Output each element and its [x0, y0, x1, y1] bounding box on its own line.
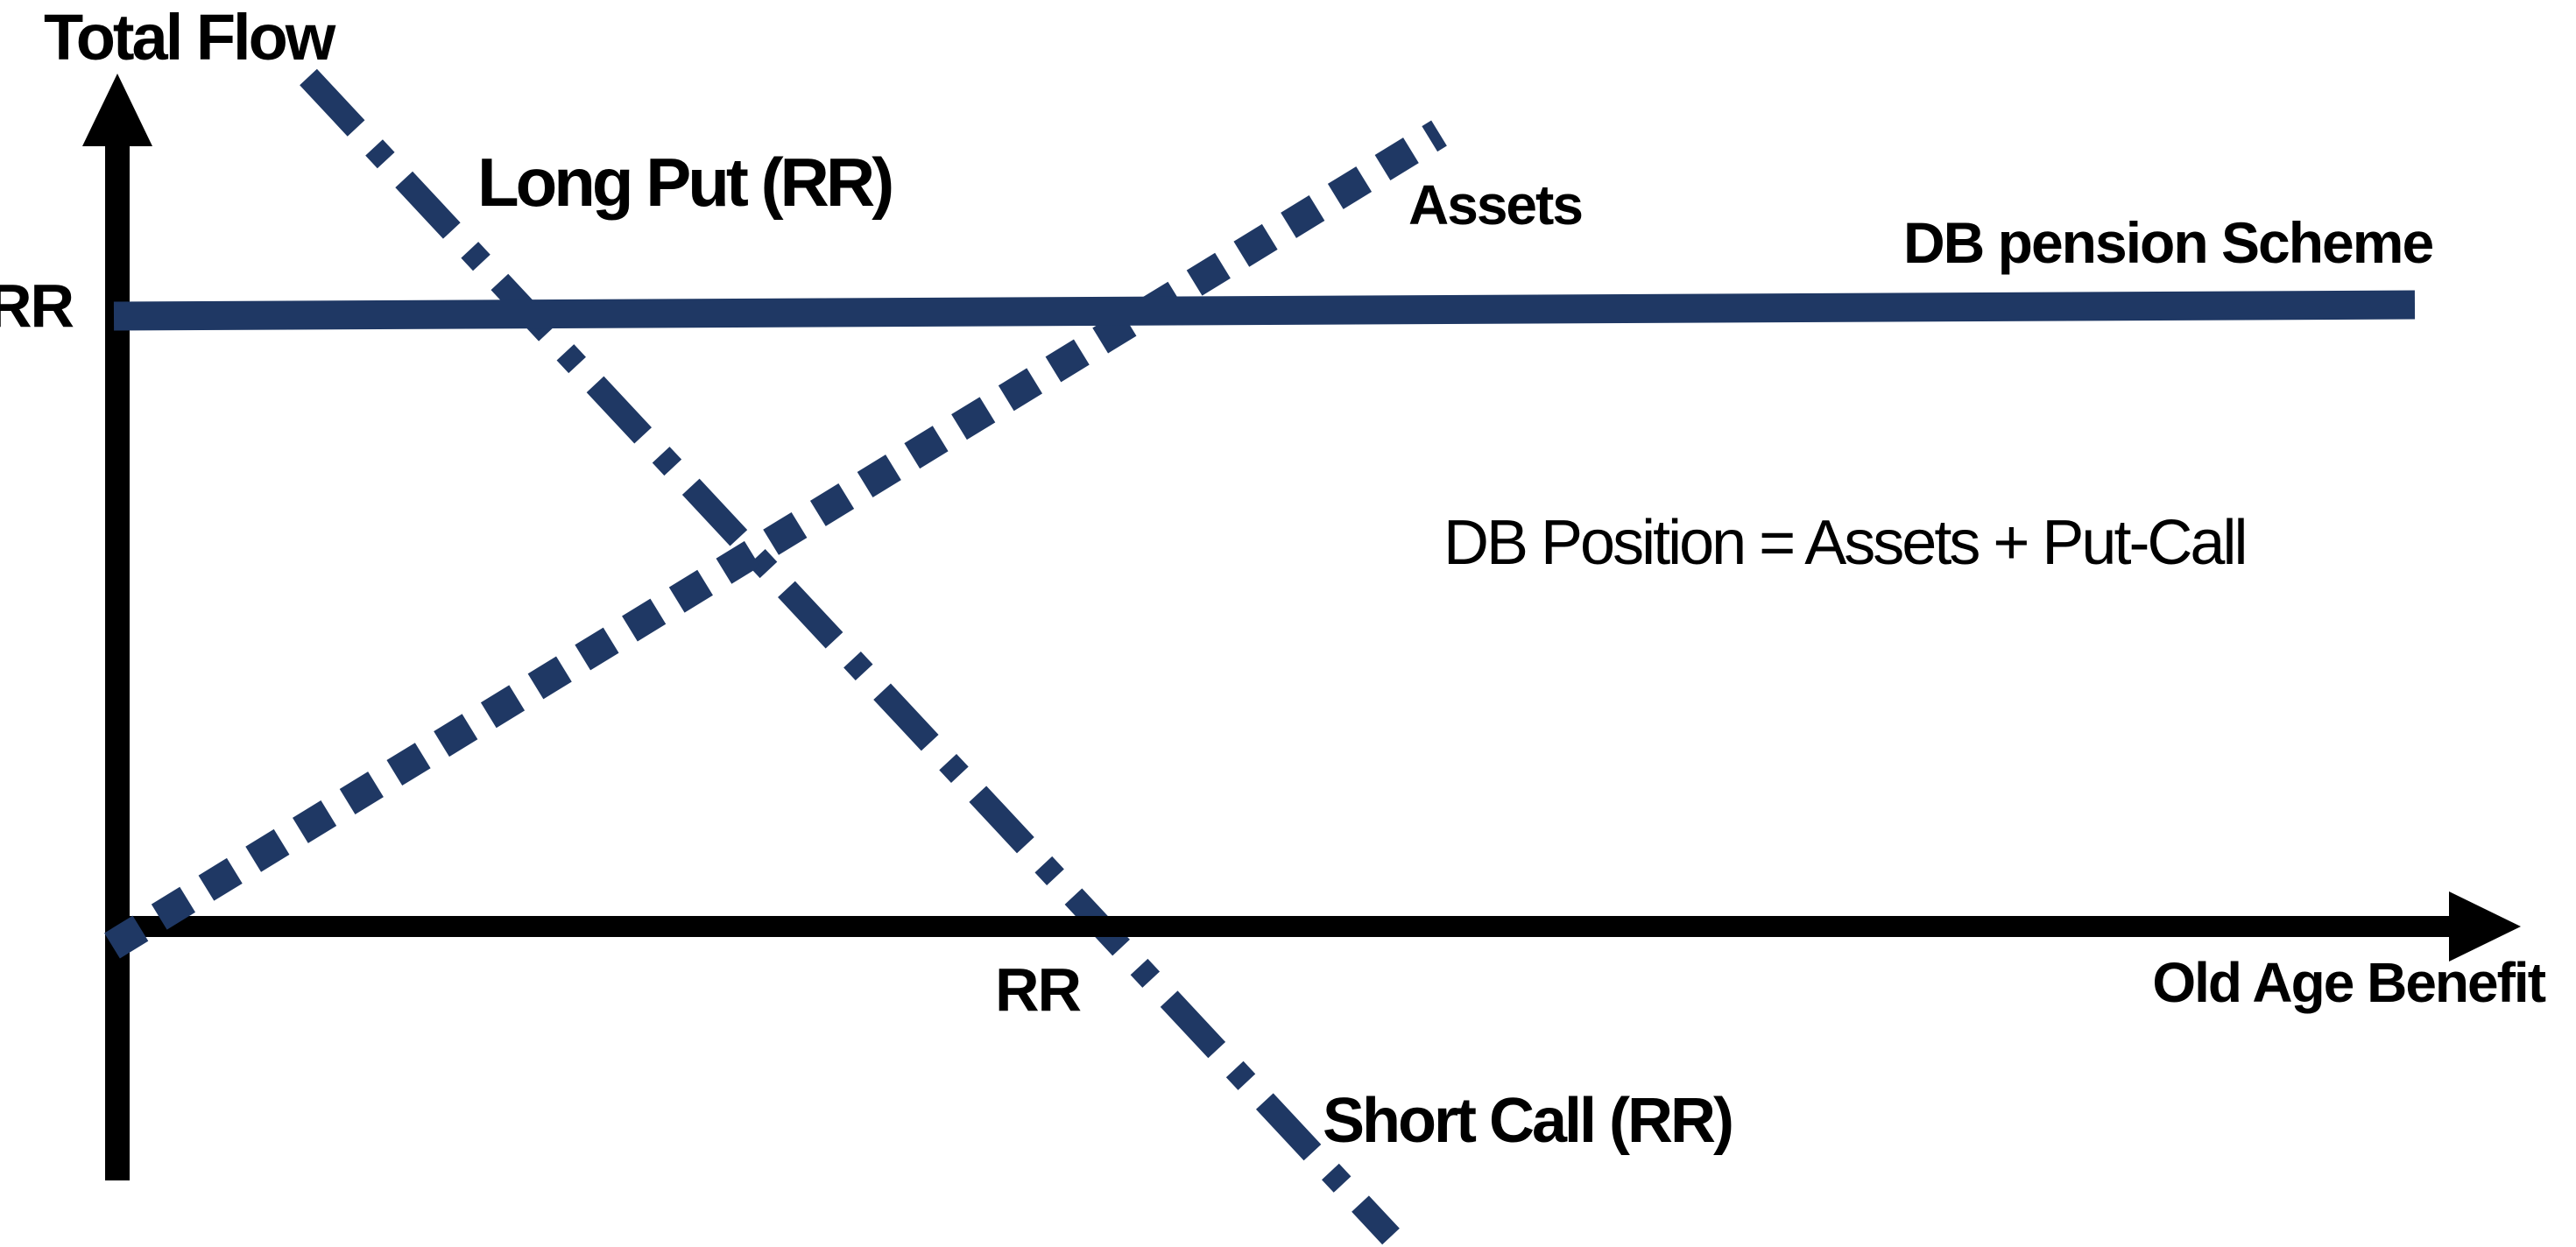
- y-axis-tick-label: RR: [0, 271, 74, 340]
- db-pension-line: [113, 290, 2416, 331]
- put-call-line: [300, 68, 1400, 1245]
- db-pension-scheme-label: DB pension Scheme: [1903, 210, 2434, 275]
- assets-label: Assets: [1408, 173, 1584, 236]
- x-axis-title: Old Age Benefit: [2152, 951, 2546, 1014]
- y-axis-arrowhead: [82, 74, 152, 146]
- x-axis-arrowhead: [2449, 891, 2521, 962]
- x-axis-tick-label: RR: [995, 955, 1082, 1024]
- short-call-label: Short Call (RR): [1323, 1086, 1734, 1156]
- y-axis-title: Total Flow: [44, 1, 335, 74]
- long-put-label: Long Put (RR): [477, 144, 894, 221]
- db-position-annotation: DB Position = Assets + Put-Call: [1443, 508, 2248, 578]
- assets-line: [104, 120, 1447, 959]
